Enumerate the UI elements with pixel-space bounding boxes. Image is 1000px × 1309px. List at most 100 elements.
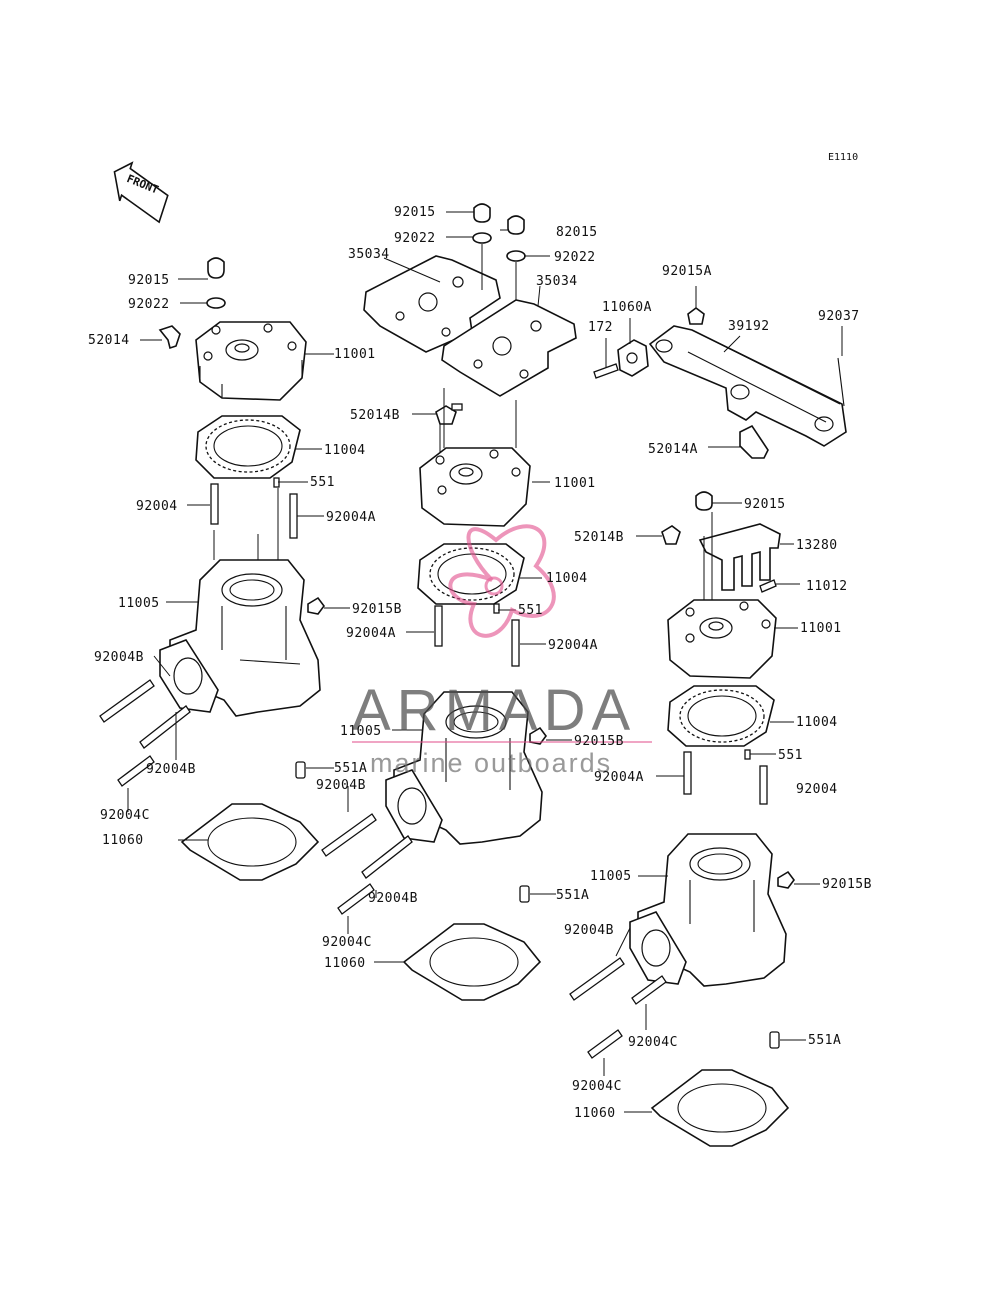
base-gasket-11060-left[interactable] <box>180 803 320 881</box>
label-13280[interactable]: 13280 <box>796 538 838 553</box>
stud-172[interactable] <box>593 363 619 379</box>
label-11060A[interactable]: 11060A <box>602 300 652 315</box>
label-92015-top[interactable]: 92015 <box>394 205 436 220</box>
label-92004B-right[interactable]: 92004B <box>564 923 614 938</box>
label-92004C-mid[interactable]: 92004C <box>322 935 372 950</box>
fitting-52014-left[interactable] <box>158 325 181 350</box>
label-92022-b[interactable]: 92022 <box>554 250 596 265</box>
label-92022-top[interactable]: 92022 <box>394 231 436 246</box>
label-11001-mid[interactable]: 11001 <box>554 476 596 491</box>
nut-92015B-right[interactable] <box>777 870 795 889</box>
label-11001-right[interactable]: 11001 <box>800 621 842 636</box>
label-11005-left[interactable]: 11005 <box>118 596 160 611</box>
stud-92004-left[interactable] <box>210 483 219 525</box>
label-92004C-right2[interactable]: 92004C <box>572 1079 622 1094</box>
stud-92004A-right[interactable] <box>683 751 692 795</box>
label-82015[interactable]: 82015 <box>556 225 598 240</box>
label-92004B-mid2[interactable]: 92004B <box>368 891 418 906</box>
wire-92037[interactable] <box>837 357 845 407</box>
label-92004-right[interactable]: 92004 <box>796 782 838 797</box>
stud-92004C-right2[interactable] <box>587 1029 623 1059</box>
label-11060-right[interactable]: 11060 <box>574 1106 616 1121</box>
stud-92004B-left[interactable] <box>99 679 191 749</box>
head-gasket-11004-right[interactable] <box>667 685 775 747</box>
label-551A-mid[interactable]: 551A <box>334 761 367 776</box>
bracket-13280[interactable] <box>698 523 781 591</box>
label-92004A-mid1[interactable]: 92004A <box>346 626 396 641</box>
label-52014A[interactable]: 52014A <box>648 442 698 457</box>
nut-92015B-mid[interactable] <box>529 726 547 745</box>
label-92004C-right1[interactable]: 92004C <box>628 1035 678 1050</box>
cylinder-head-11001-left[interactable] <box>195 321 307 401</box>
dowel-551A-right[interactable] <box>769 1031 780 1049</box>
label-11005-mid[interactable]: 11005 <box>340 724 382 739</box>
label-92004B-mid1[interactable]: 92004B <box>316 778 366 793</box>
washer-92022-top[interactable] <box>472 232 492 244</box>
label-551-left[interactable]: 551 <box>310 475 335 490</box>
label-551-right[interactable]: 551 <box>778 748 803 763</box>
dowel-551-right[interactable] <box>744 749 751 760</box>
dowel-551A-mid2[interactable] <box>519 885 530 903</box>
cylinder-head-11001-right[interactable] <box>667 599 777 679</box>
label-52014-left[interactable]: 52014 <box>88 333 130 348</box>
label-92004C-left[interactable]: 92004C <box>100 808 150 823</box>
label-11012[interactable]: 11012 <box>806 579 848 594</box>
label-11004-right[interactable]: 11004 <box>796 715 838 730</box>
stud-92004A-left[interactable] <box>289 493 298 539</box>
nut-92015A[interactable] <box>687 307 705 325</box>
label-92015-left[interactable]: 92015 <box>128 273 170 288</box>
stud-92004C-right1[interactable] <box>631 975 667 1005</box>
label-11005-right[interactable]: 11005 <box>590 869 632 884</box>
dowel-551-mid[interactable] <box>493 603 500 614</box>
stud-92004B-right[interactable] <box>569 957 625 1001</box>
cap-nut-92015-left[interactable] <box>207 257 225 279</box>
label-92015A[interactable]: 92015A <box>662 264 712 279</box>
washer-92022-b[interactable] <box>506 250 526 262</box>
label-92015B-left[interactable]: 92015B <box>352 602 402 617</box>
stud-92004C-mid[interactable] <box>337 883 375 915</box>
label-11004-left[interactable]: 11004 <box>324 443 366 458</box>
label-11060-mid[interactable]: 11060 <box>324 956 366 971</box>
washer-92022-left[interactable] <box>206 297 226 309</box>
label-172[interactable]: 172 <box>588 320 613 335</box>
label-551A-mid2[interactable]: 551A <box>556 888 589 903</box>
cap-nut-92015-top[interactable] <box>473 203 491 223</box>
cap-nut-82015[interactable] <box>507 215 525 235</box>
label-11004-mid[interactable]: 11004 <box>546 571 588 586</box>
label-551A-right[interactable]: 551A <box>808 1033 841 1048</box>
stud-92004C-left[interactable] <box>117 755 155 787</box>
label-92022-left[interactable]: 92022 <box>128 297 170 312</box>
label-92004A-mid2[interactable]: 92004A <box>548 638 598 653</box>
stud-92004-right[interactable] <box>759 765 768 805</box>
fitting-52014A[interactable] <box>739 424 769 459</box>
label-11001-left[interactable]: 11001 <box>334 347 376 362</box>
label-92004A-left[interactable]: 92004A <box>326 510 376 525</box>
label-39192[interactable]: 39192 <box>728 319 770 334</box>
label-92015B-right[interactable]: 92015B <box>822 877 872 892</box>
label-92004B-left1[interactable]: 92004B <box>94 650 144 665</box>
label-35034-b[interactable]: 35034 <box>536 274 578 289</box>
stud-92004A-mid2[interactable] <box>511 619 520 667</box>
stud-92004A-mid1[interactable] <box>434 605 443 647</box>
base-gasket-11060-right[interactable] <box>650 1069 790 1147</box>
label-92015-right[interactable]: 92015 <box>744 497 786 512</box>
dowel-551A-mid[interactable] <box>295 761 306 779</box>
label-52014B-right[interactable]: 52014B <box>574 530 624 545</box>
label-11060-left[interactable]: 11060 <box>102 833 144 848</box>
cap-nut-92015-right[interactable] <box>695 491 713 511</box>
label-92004-left[interactable]: 92004 <box>136 499 178 514</box>
label-35034-a[interactable]: 35034 <box>348 247 390 262</box>
label-92004B-left2[interactable]: 92004B <box>146 762 196 777</box>
label-92004A-right[interactable]: 92004A <box>594 770 644 785</box>
bolt-11012[interactable] <box>759 579 777 593</box>
label-551-mid[interactable]: 551 <box>518 603 543 618</box>
base-gasket-11060-mid[interactable] <box>402 923 542 1001</box>
nut-92015B-left[interactable] <box>307 596 325 615</box>
head-gasket-11004-left[interactable] <box>195 415 301 479</box>
cylinder-head-11001-mid[interactable] <box>419 447 531 527</box>
stud-92004B-mid[interactable] <box>321 813 413 879</box>
label-92037[interactable]: 92037 <box>818 309 860 324</box>
label-52014B-mid[interactable]: 52014B <box>350 408 400 423</box>
fitting-52014B-right[interactable] <box>661 525 681 545</box>
label-92015B-mid[interactable]: 92015B <box>574 734 624 749</box>
